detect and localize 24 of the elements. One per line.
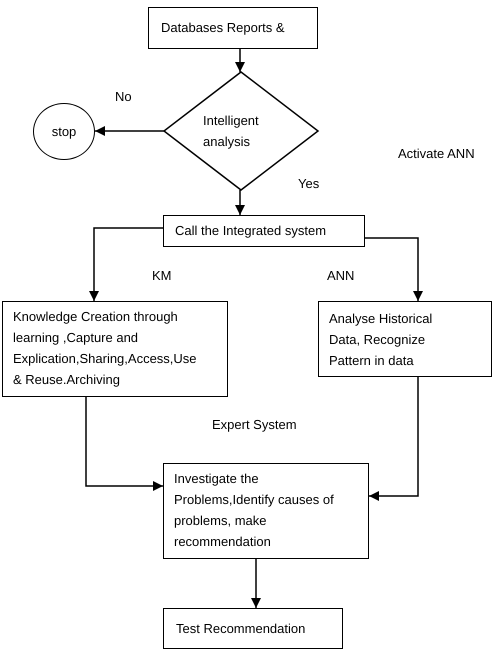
arrow bbox=[89, 227, 163, 301]
annotation-label: Expert System bbox=[210, 417, 299, 433]
arrow bbox=[365, 237, 423, 301]
process-box bbox=[163, 215, 365, 247]
node-text: Databases Reports & bbox=[161, 19, 286, 37]
node-text: Knowledge Creation through learning ,Capture and Explication,Sharing,Access,Use & Reuse.Archiving bbox=[13, 308, 198, 389]
process-box bbox=[2, 301, 228, 397]
node-text: stop bbox=[52, 123, 76, 141]
arrow bbox=[95, 126, 164, 136]
node-text: Investigate the Problems,Identify causes of problems, make recommendation bbox=[174, 470, 335, 551]
process-box bbox=[318, 301, 492, 377]
arrow bbox=[85, 397, 163, 491]
decision-diamond bbox=[164, 72, 318, 190]
arrow bbox=[369, 377, 419, 501]
node-text: Analyse Historical Data, Recognize Pattern in data bbox=[329, 310, 434, 370]
process-box bbox=[148, 7, 318, 49]
node-text: Intelligent analysis bbox=[203, 112, 260, 151]
arrow bbox=[235, 190, 245, 215]
arrow bbox=[251, 559, 261, 608]
node-text: Test Recommendation bbox=[176, 620, 306, 638]
process-box bbox=[163, 608, 343, 649]
process-box bbox=[163, 463, 369, 559]
arrow bbox=[235, 49, 245, 72]
node-text: Call the Integrated system bbox=[175, 222, 328, 240]
